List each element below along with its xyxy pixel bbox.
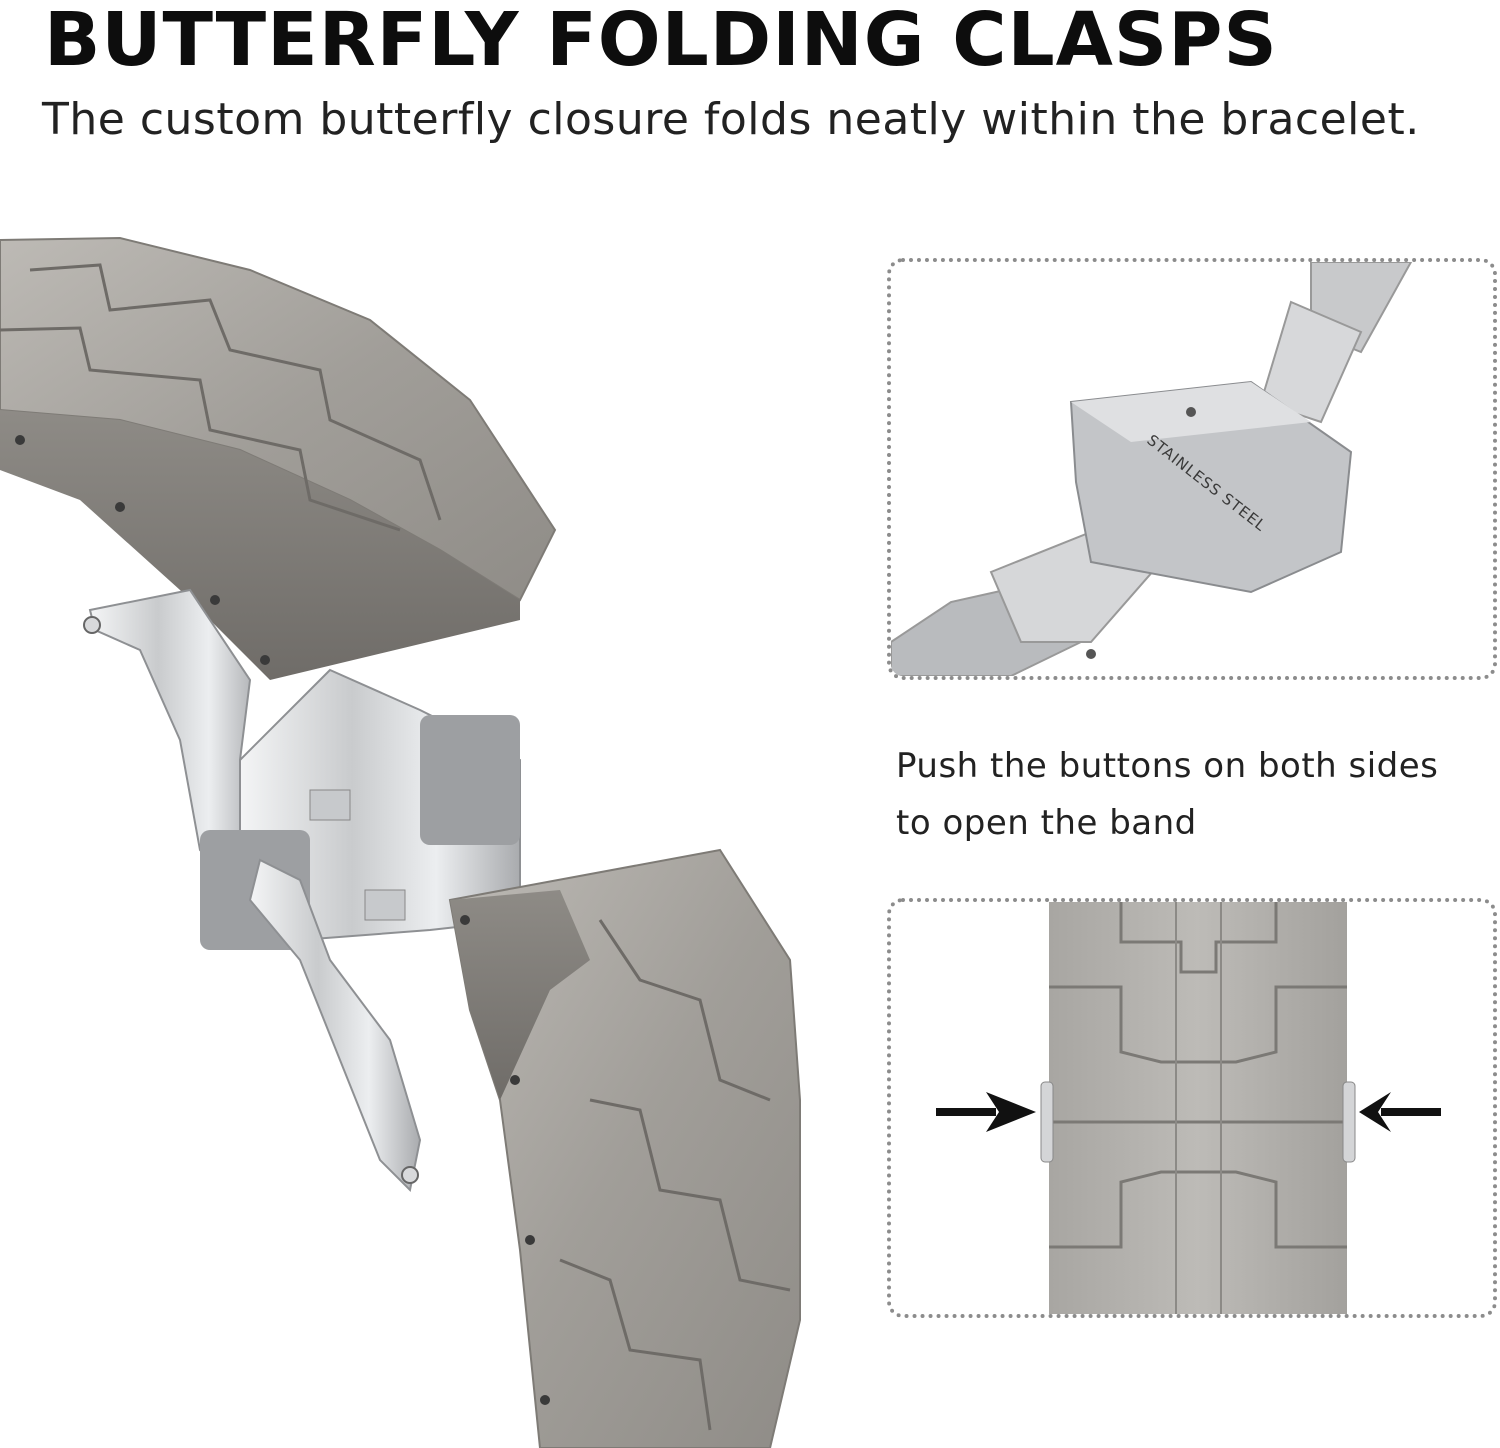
butterfly-clasp <box>83 588 521 1193</box>
page-title: BUTTERFLY FOLDING CLASPS <box>44 0 1278 83</box>
bracelet-exploded-illustration <box>0 236 801 1448</box>
instruction-line-2: to open the band <box>896 803 1197 843</box>
push-buttons-panel <box>887 898 1497 1318</box>
page-subtitle: The custom butterfly closure folds neatl… <box>42 94 1420 145</box>
closed-clasp-illustration: STAINLESS STEEL <box>891 262 1413 676</box>
arrow-right-icon <box>936 1092 1036 1132</box>
instruction-text: Push the buttons on both sides to open t… <box>896 738 1486 852</box>
band-front-illustration <box>936 902 1441 1314</box>
arrow-left-icon <box>1359 1092 1441 1132</box>
instruction-line-1: Push the buttons on both sides <box>896 746 1439 786</box>
upper-band-segment <box>0 236 557 680</box>
clasp-closeup-panel: STAINLESS STEEL <box>887 258 1497 680</box>
lower-band-segment <box>448 848 801 1448</box>
